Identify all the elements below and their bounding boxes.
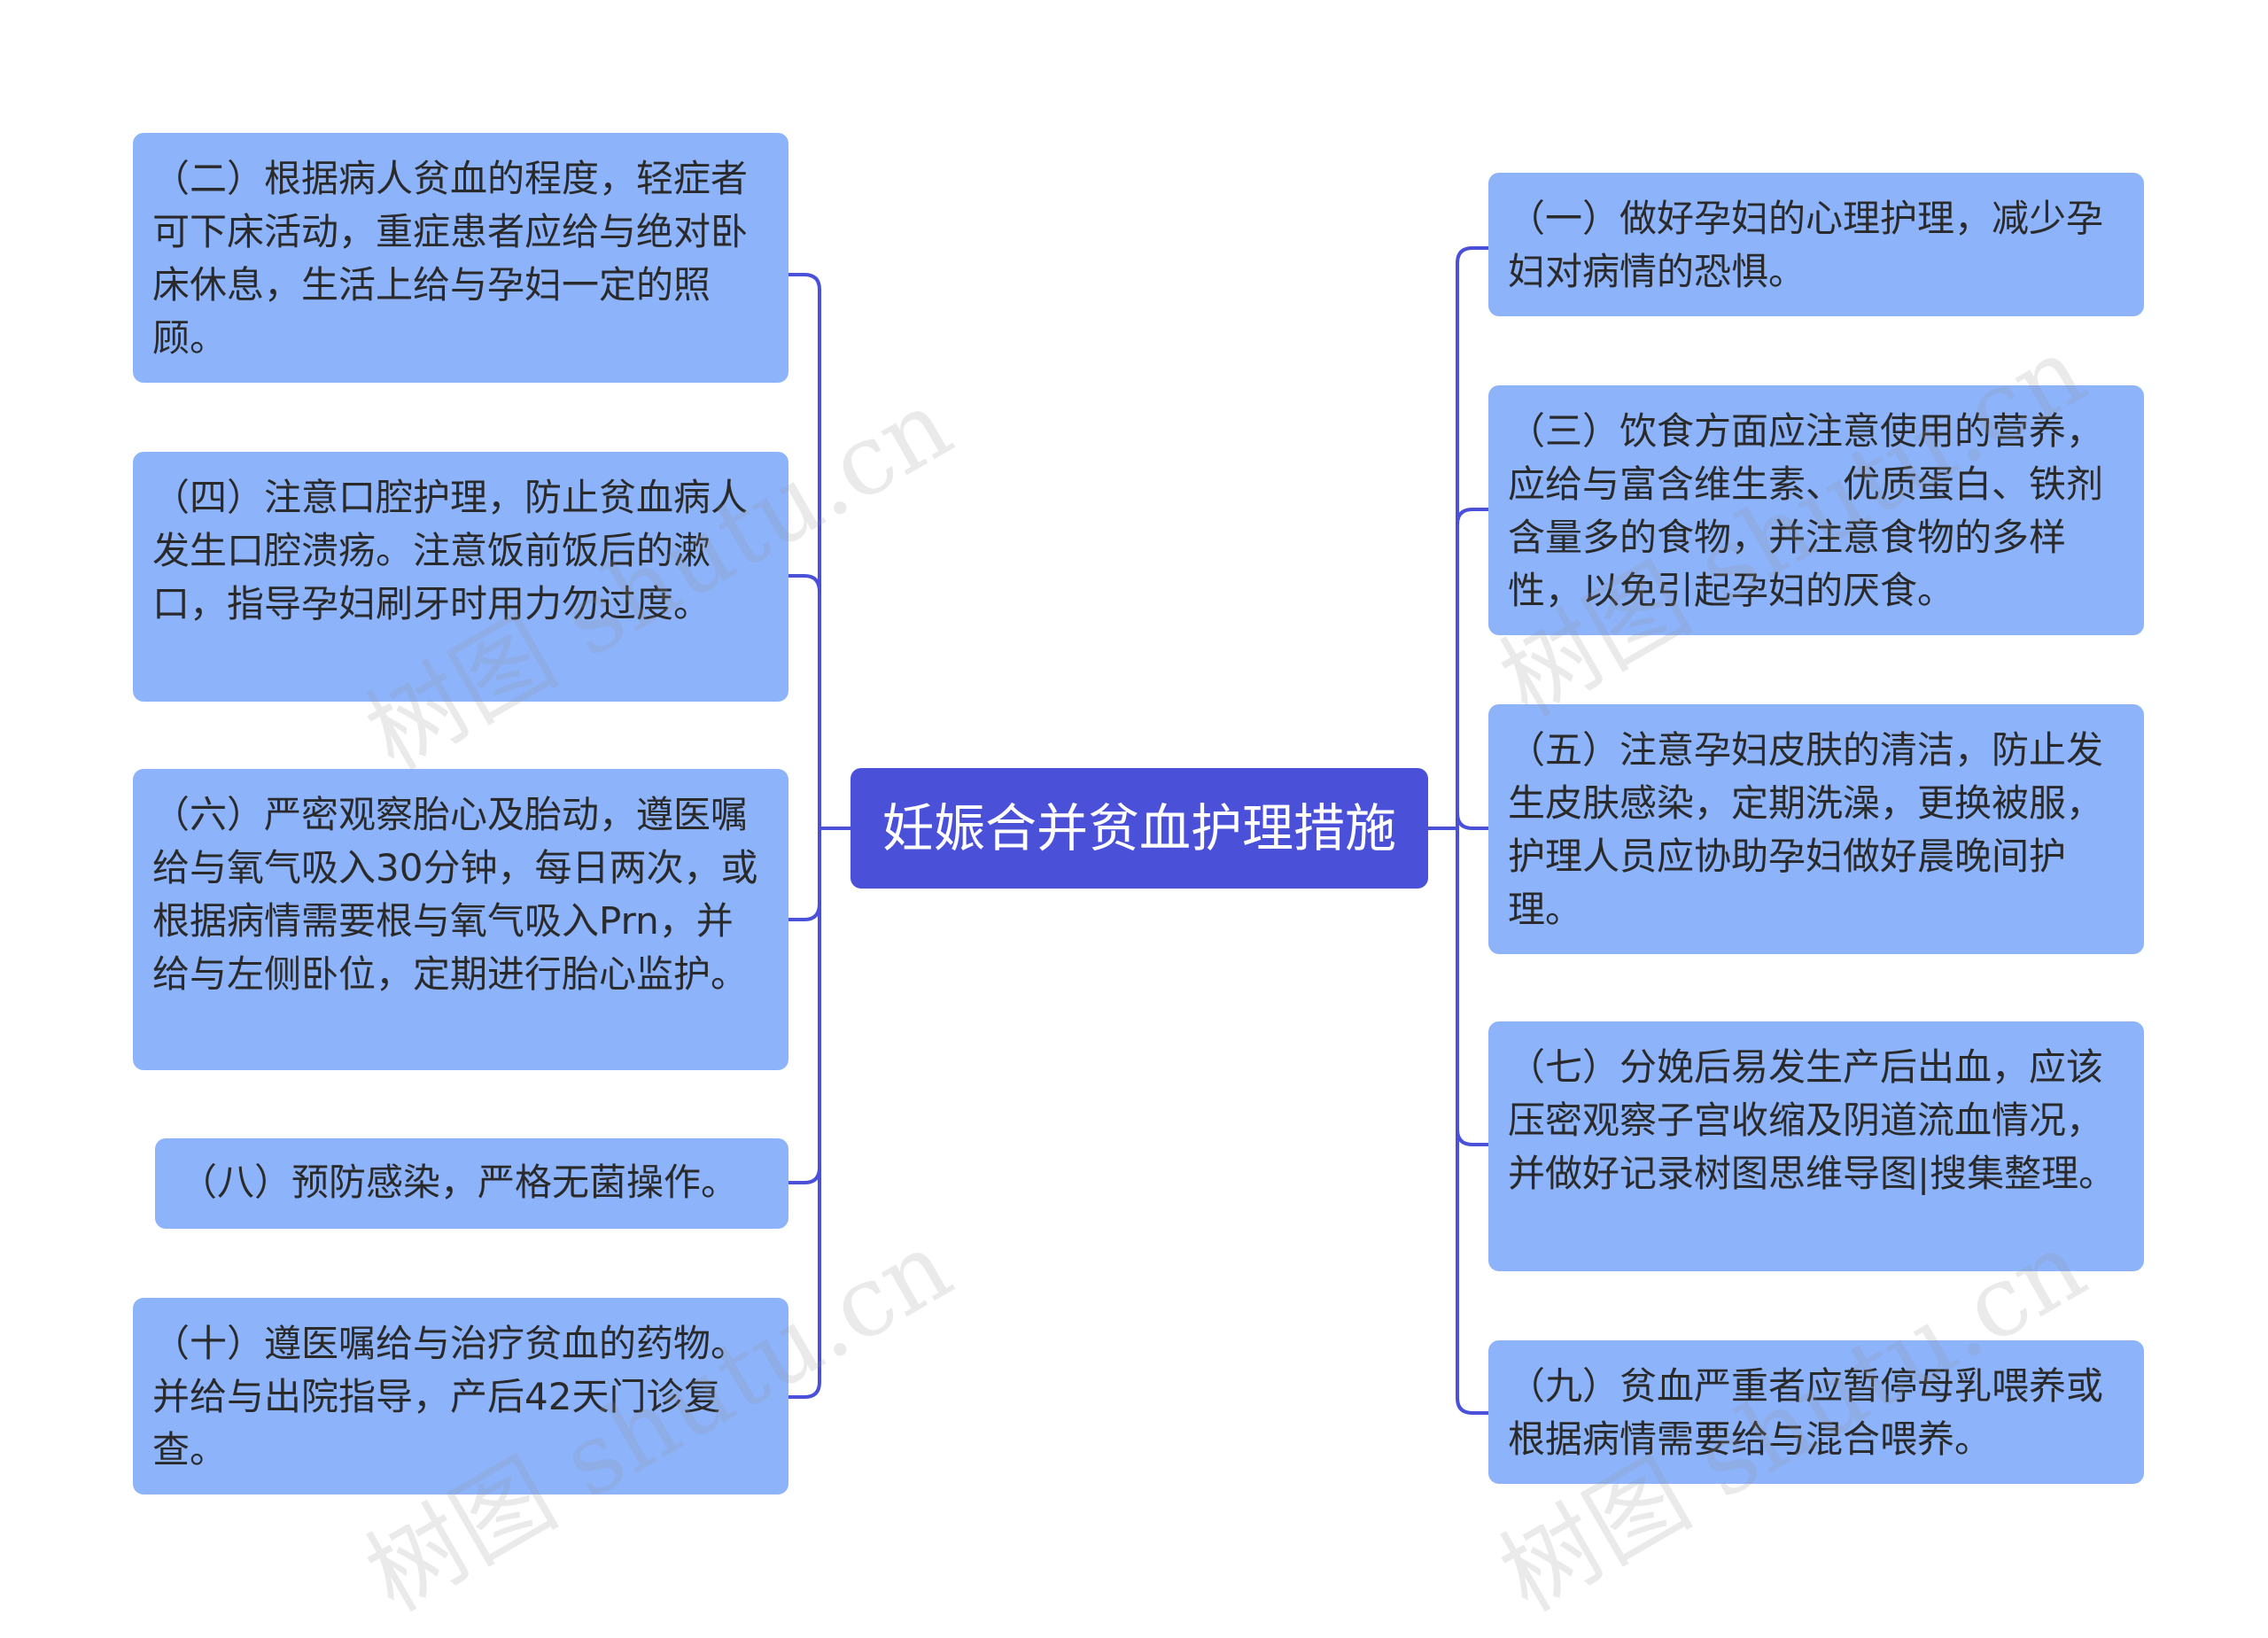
node-4[interactable]: （四）注意口腔护理，防止贫血病人发生口腔溃疡。注意饭前饭后的漱口，指导孕妇刷牙时… — [133, 452, 788, 702]
node-9[interactable]: （九）贫血严重者应暂停母乳喂养或根据病情需要给与混合喂养。 — [1488, 1340, 2144, 1484]
node-5[interactable]: （五）注意孕妇皮肤的清洁，防止发生皮肤感染，定期洗澡，更换被服，护理人员应协助孕… — [1488, 704, 2144, 954]
node-1[interactable]: （一）做好孕妇的心理护理，减少孕妇对病情的恐惧。 — [1488, 173, 2144, 316]
node-3[interactable]: （三）饮食方面应注意使用的营养，应给与富含维生素、优质蛋白、铁剂含量多的食物，并… — [1488, 385, 2144, 635]
node-4-text: （四）注意口腔护理，防止贫血病人发生口腔溃疡。注意饭前饭后的漱口，指导孕妇刷牙时… — [152, 476, 749, 625]
left-branch-6 — [787, 902, 821, 921]
node-6[interactable]: （六）严密观察胎心及胎动，遵医嘱给与氧气吸入30分钟，每日两次，或根据病情需要根… — [133, 769, 788, 1070]
node-9-text: （九）贫血严重者应暂停母乳喂养或根据病情需要给与混合喂养。 — [1508, 1364, 2104, 1461]
center-topic[interactable]: 妊娠合并贫血护理措施 — [850, 768, 1428, 889]
node-3-text: （三）饮食方面应注意使用的营养，应给与富含维生素、优质蛋白、铁剂含量多的食物，并… — [1508, 409, 2104, 612]
right-branch-5 — [1456, 811, 1490, 830]
left-branch-8 — [787, 1166, 821, 1184]
node-5-text: （五）注意孕妇皮肤的清洁，防止发生皮肤感染，定期洗澡，更换被服，护理人员应协助孕… — [1508, 728, 2104, 931]
left-branch-2 — [787, 574, 821, 594]
node-1-text: （一）做好孕妇的心理护理，减少孕妇对病情的恐惧。 — [1508, 197, 2104, 293]
node-8-text: （八）预防感染，严格无菌操作。 — [180, 1161, 739, 1204]
right-trunk — [1456, 246, 1474, 1415]
node-2-text: （二）根据病人贫血的程度，轻症者可下床活动，重症患者应给与绝对卧床休息，生活上给… — [152, 157, 749, 360]
node-10-text: （十）遵医嘱给与治疗贫血的药物。并给与出院指导，产后42天门诊复查。 — [152, 1322, 749, 1471]
center-topic-label: 妊娠合并贫血护理措施 — [882, 798, 1396, 858]
node-2[interactable]: （二）根据病人贫血的程度，轻症者可下床活动，重症患者应给与绝对卧床休息，生活上给… — [133, 133, 788, 383]
left-trunk — [803, 273, 821, 1399]
node-6-text: （六）严密观察胎心及胎动，遵医嘱给与氧气吸入30分钟，每日两次，或根据病情需要根… — [152, 793, 758, 996]
node-10[interactable]: （十）遵医嘱给与治疗贫血的药物。并给与出院指导，产后42天门诊复查。 — [133, 1298, 788, 1494]
node-7-text: （七）分娩后易发生产后出血，应该压密观察子宫收缩及阴道流血情况，并做好记录树图思… — [1508, 1045, 2117, 1195]
right-branch-7 — [1456, 1128, 1490, 1146]
node-8[interactable]: （八）预防感染，严格无菌操作。 — [155, 1138, 788, 1229]
node-7[interactable]: （七）分娩后易发生产后出血，应该压密观察子宫收缩及阴道流血情况，并做好记录树图思… — [1488, 1021, 2144, 1271]
right-branch-3 — [1456, 508, 1490, 526]
